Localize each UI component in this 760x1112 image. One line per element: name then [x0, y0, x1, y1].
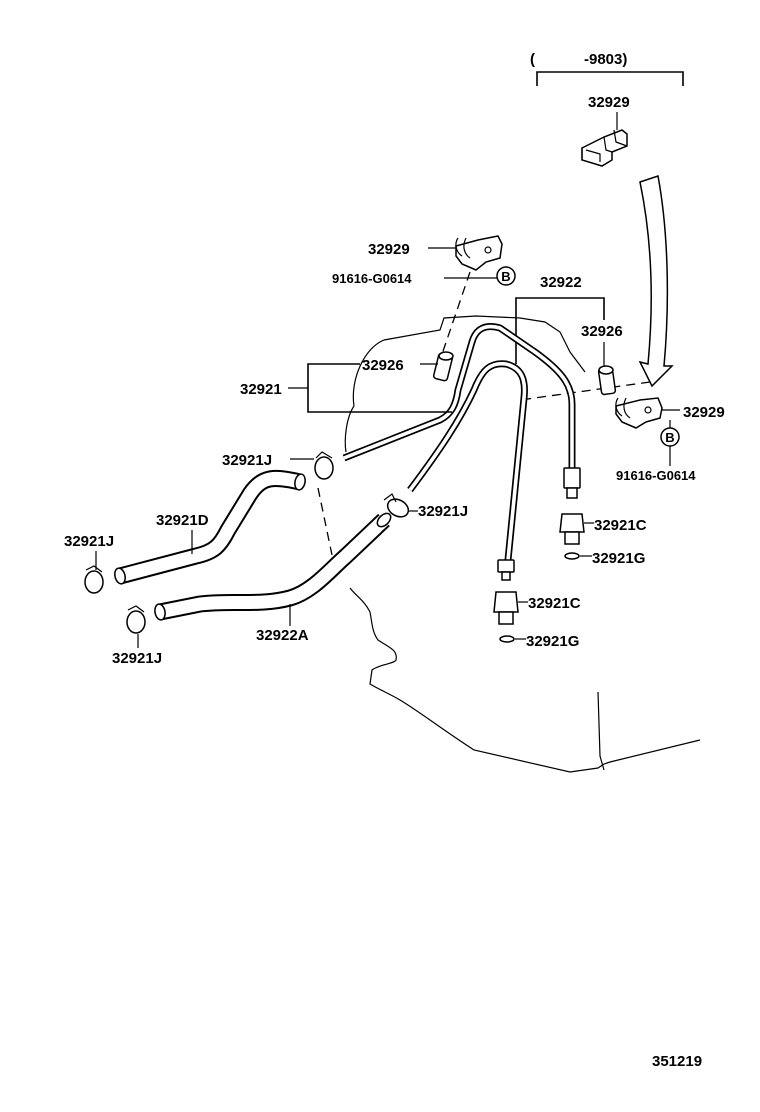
- hose-32921d: [114, 469, 306, 585]
- date-range-open: (: [530, 51, 535, 68]
- hose-clamp-upper: [314, 451, 334, 480]
- label-clamp-32921j-mid: 32921J: [418, 503, 468, 520]
- body-panel-outline: [344, 315, 586, 453]
- hose-32922a: [154, 512, 392, 621]
- gasket-32921g-lower: [499, 635, 515, 643]
- union-32921c-upper: [559, 513, 585, 545]
- label-pipe-32921: 32921: [240, 381, 282, 398]
- label-clamp-32929-dated: 32929: [588, 94, 630, 111]
- label-grommet-32926-right: 32926: [581, 323, 623, 340]
- label-clamp-32921j-far-left: 32921J: [64, 533, 114, 550]
- location-arrow: [638, 175, 674, 388]
- label-clamp-32929-upper-left: 32929: [368, 241, 410, 258]
- bolt-marker-right-letter: B: [665, 430, 674, 445]
- label-bolt-right: 91616-G0614: [616, 468, 696, 483]
- bolt-marker-left: B: [496, 266, 516, 286]
- gasket-32921g-upper: [564, 552, 580, 560]
- clamp-upper-left: [455, 235, 503, 271]
- hose-clamp-far-left: [84, 565, 104, 594]
- pipe-fitting-upper: [563, 467, 581, 499]
- label-union-32921c-lower: 32921C: [528, 595, 581, 612]
- label-gasket-32921g-upper: 32921G: [592, 550, 645, 567]
- label-clamp-32921j-lower: 32921J: [112, 650, 162, 667]
- union-32921c-lower: [493, 591, 519, 625]
- bolt-marker-left-letter: B: [501, 269, 510, 284]
- metal-pipes: [342, 323, 576, 561]
- catalog-number: 351219: [652, 1053, 702, 1070]
- label-clamp-32921j-upper: 32921J: [222, 452, 272, 469]
- clamp-bracket-dated: [581, 129, 628, 167]
- hose-clamp-lower: [126, 605, 146, 634]
- label-hose-32921d: 32921D: [156, 512, 209, 529]
- vehicle-body-outline: [349, 587, 701, 773]
- label-pipe-assy-32922: 32922: [540, 274, 582, 291]
- bolt-marker-right: B: [660, 427, 680, 447]
- hose-clamp-mid: [383, 493, 410, 518]
- label-grommet-32926-left: 32926: [362, 357, 404, 374]
- clamp-right: [615, 397, 663, 429]
- label-union-32921c-upper: 32921C: [594, 517, 647, 534]
- pipe-fitting-lower: [497, 559, 515, 581]
- label-hose-32922a: 32922A: [256, 627, 309, 644]
- grommet-left: [432, 351, 454, 382]
- date-range-end: -9803): [584, 51, 627, 68]
- label-bolt-left: 91616-G0614: [332, 271, 412, 286]
- date-range-bracket: ( -9803): [530, 51, 684, 86]
- grommet-right: [597, 365, 617, 396]
- label-clamp-32929-right: 32929: [683, 404, 725, 421]
- label-gasket-32921g-lower: 32921G: [526, 633, 579, 650]
